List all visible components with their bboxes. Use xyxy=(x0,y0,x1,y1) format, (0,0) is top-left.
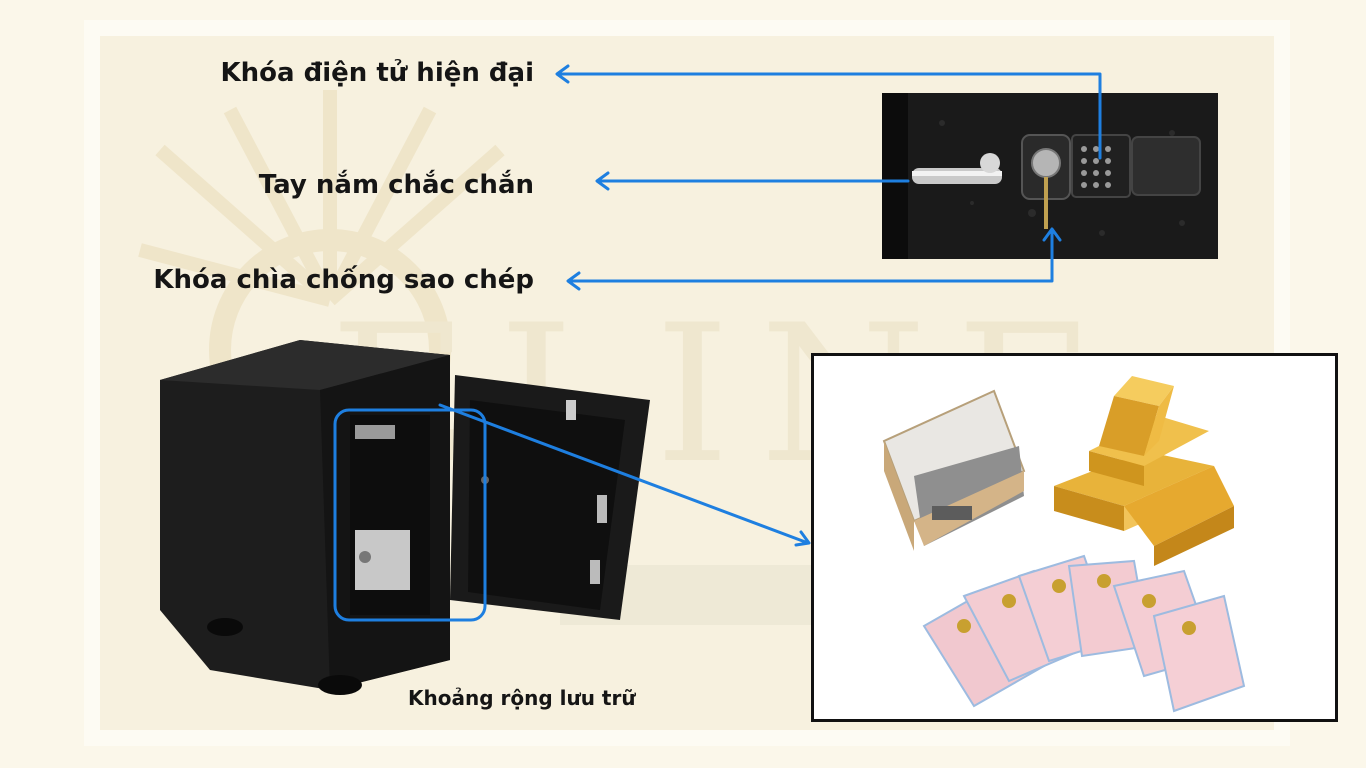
label-key-lock: Khóa chìa chống sao chép xyxy=(153,265,534,295)
book-safe xyxy=(882,389,1026,551)
label-handle: Tay nắm chắc chắn xyxy=(258,170,534,200)
documents xyxy=(922,554,1246,713)
valuables-illustration xyxy=(882,376,1246,713)
gold-bars xyxy=(1054,376,1234,566)
safe-photo xyxy=(160,340,650,695)
label-storage: Khoảng rộng lưu trữ xyxy=(408,686,636,710)
sunburst-watermark xyxy=(138,90,505,471)
valuables-image-box xyxy=(811,353,1338,722)
lock-closeup-photo xyxy=(882,93,1218,259)
label-electronic-lock: Khóa điện tử hiện đại xyxy=(220,58,534,88)
handle xyxy=(912,153,1002,184)
